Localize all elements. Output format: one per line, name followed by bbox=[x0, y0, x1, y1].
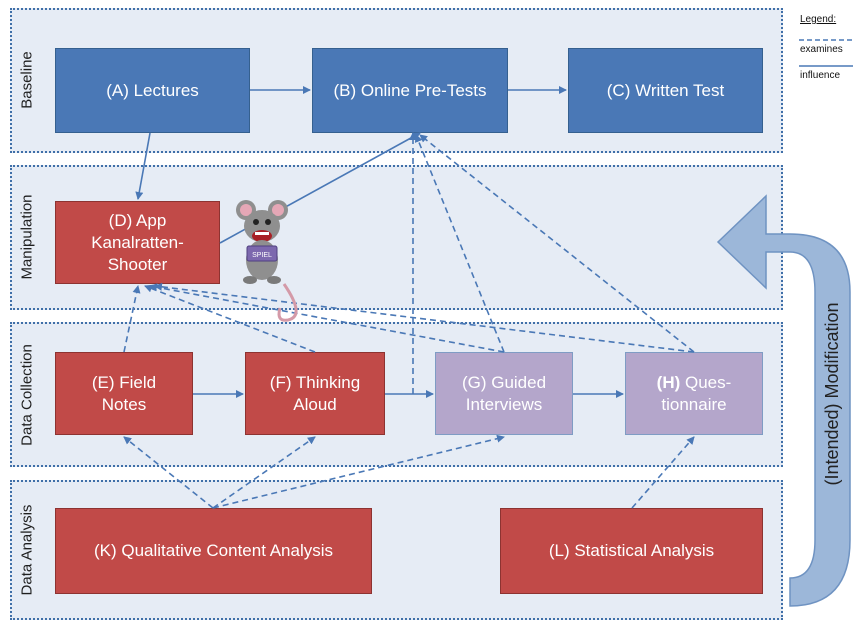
node-field-notes-line1: (E) Field bbox=[91, 372, 157, 392]
legend-influence-label: influence bbox=[800, 70, 841, 81]
node-app-line3: Shooter bbox=[107, 254, 168, 274]
legend-title: Legend: bbox=[800, 14, 837, 25]
node-thinking-aloud-line2: Aloud bbox=[293, 394, 337, 414]
node-written-test: (C) Written Test bbox=[568, 48, 763, 133]
mascot-sign-text: SPIEL bbox=[252, 252, 272, 259]
dash-interviews-to-pretests-b bbox=[414, 134, 505, 353]
node-qualitative-label: (K) Qualitative Content Analysis bbox=[93, 541, 334, 560]
dash-qualitative-to-interviews bbox=[212, 434, 505, 509]
node-app-line2: Kanalratten- bbox=[91, 232, 184, 252]
node-thinking-aloud: (F) Thinking Aloud bbox=[245, 352, 385, 435]
node-thinking-aloud-line1: (F) Thinking bbox=[269, 372, 361, 392]
node-statistical-analysis: (L) Statistical Analysis bbox=[500, 508, 763, 594]
dash-thinking-to-app bbox=[144, 284, 316, 353]
node-app-line1: (D) App bbox=[108, 210, 167, 230]
modification-label: (Intended) Modification bbox=[822, 302, 842, 485]
node-questionnaire-line1-rest: Ques- bbox=[680, 372, 732, 392]
node-lectures: (A) Lectures bbox=[55, 48, 250, 133]
node-lectures-label: (A) Lectures bbox=[106, 80, 199, 100]
node-guided-interviews-line2: Interviews bbox=[465, 394, 543, 414]
legend-examines-label: examines bbox=[800, 44, 843, 55]
dash-statistical-to-questionnaire bbox=[631, 436, 695, 509]
node-statistical-label: (L) Statistical Analysis bbox=[548, 541, 715, 560]
node-field-notes: (E) Field Notes bbox=[55, 352, 193, 435]
node-online-pre-tests: (B) Online Pre-Tests bbox=[312, 48, 508, 133]
node-guided-interviews: (G) Guided Interviews bbox=[435, 352, 573, 435]
node-questionnaire: (H) Ques- tionnaire bbox=[625, 352, 763, 435]
dash-fieldnotes-to-app bbox=[123, 285, 141, 353]
dash-qualitative-to-thinking bbox=[212, 436, 316, 509]
node-online-pre-tests-label: (B) Online Pre-Tests bbox=[333, 80, 487, 100]
node-questionnaire-line1: (H) Ques- bbox=[657, 372, 732, 394]
node-guided-interviews-line1: (G) Guided bbox=[461, 372, 547, 392]
dash-questionnaire-to-pretests bbox=[419, 134, 695, 353]
rat-mascot-icon: SPIEL bbox=[236, 200, 298, 322]
modification-arrow bbox=[716, 194, 851, 607]
node-questionnaire-letter: (H) bbox=[656, 372, 681, 392]
arrow-lectures-to-app bbox=[135, 132, 151, 200]
dash-interviews-to-app bbox=[149, 283, 505, 353]
dash-questionnaire-to-app bbox=[154, 282, 695, 353]
node-field-notes-line2: Notes bbox=[101, 394, 147, 414]
node-app-kanalratten-shooter: (D) App Kanalratten- Shooter bbox=[55, 201, 220, 284]
dash-qualitative-to-fieldnotes bbox=[123, 436, 214, 509]
node-questionnaire-line2: tionnaire bbox=[661, 394, 727, 414]
node-written-test-label: (C) Written Test bbox=[606, 80, 725, 100]
node-qualitative-content-analysis: (K) Qualitative Content Analysis bbox=[55, 508, 372, 594]
